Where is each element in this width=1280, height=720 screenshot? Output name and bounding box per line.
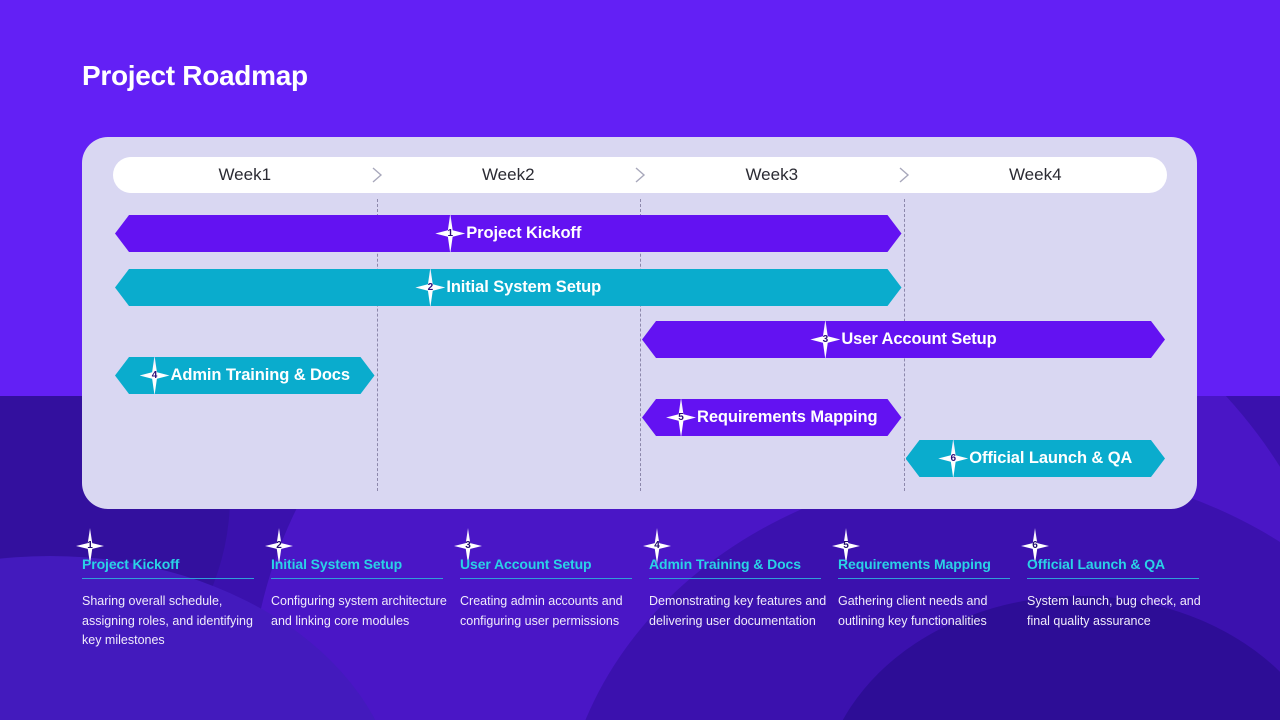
week-header-3: Week3: [745, 165, 799, 184]
bar-label: Project Kickoff: [466, 224, 582, 242]
timeline-panel: Week1 Week2 Week3 Week4 1 Project Kickoff 2 In…: [82, 137, 1197, 509]
legend-divider: [460, 578, 632, 579]
timeline-bar-6[interactable]: 6 Official Launch & QA: [906, 440, 1166, 477]
bar-content: 6 Official Launch & QA: [938, 439, 1132, 479]
star-badge-icon: 2: [415, 268, 445, 308]
star-badge-icon: 6: [1021, 528, 1049, 564]
bar-label: Initial System Setup: [446, 278, 602, 296]
bar-label: User Account Setup: [841, 330, 997, 348]
star-badge-icon: 5: [666, 398, 696, 438]
star-badge-icon: 4: [140, 356, 170, 396]
legend-divider: [838, 578, 1010, 579]
legend-title: Official Launch & QA: [1027, 556, 1166, 572]
legend-title: Requirements Mapping: [838, 556, 991, 572]
bar-label: Admin Training & Docs: [170, 366, 350, 384]
week-header-1: Week1: [218, 165, 272, 184]
week-header-4: Week4: [1008, 165, 1062, 184]
legend-step-number: 4: [654, 540, 660, 551]
legend-divider: [649, 578, 821, 579]
legend-divider: [82, 578, 254, 579]
bar-label: Official Launch & QA: [969, 449, 1133, 467]
timeline-bar-5[interactable]: 5 Requirements Mapping: [642, 399, 902, 436]
star-badge-icon: 3: [454, 528, 482, 564]
bar-content: 4 Admin Training & Docs: [140, 356, 350, 396]
legend-title: User Account Setup: [460, 556, 592, 572]
star-badge-icon: 1: [76, 528, 104, 564]
gridline-week-1: [376, 199, 378, 491]
legend-description: Creating admin accounts and configuring …: [460, 594, 623, 628]
chevron-right-icon: [632, 166, 648, 184]
star-badge-icon: 1: [435, 214, 465, 254]
bar-step-number: 5: [678, 411, 684, 423]
legend-description: Sharing overall schedule, assigning role…: [82, 594, 253, 647]
legend-description: System launch, bug check, and final qual…: [1027, 594, 1201, 628]
legend-divider: [1027, 578, 1199, 579]
legend-divider: [271, 578, 443, 579]
legend-title: Admin Training & Docs: [649, 556, 801, 572]
star-badge-icon: 3: [810, 320, 840, 360]
legend-title: Project Kickoff: [82, 556, 180, 572]
timeline-bar-3[interactable]: 3 User Account Setup: [642, 321, 1165, 358]
bar-label: Requirements Mapping: [697, 408, 878, 426]
timeline-bar-4[interactable]: 4 Admin Training & Docs: [115, 357, 375, 394]
bar-content: 3 User Account Setup: [810, 320, 996, 360]
legend-description: Gathering client needs and outlining key…: [838, 594, 988, 628]
week-header-bar: Week1 Week2 Week3 Week4: [113, 157, 1167, 193]
week-header-2: Week2: [481, 165, 535, 184]
bar-content: 5 Requirements Mapping: [666, 398, 877, 438]
legend-step-number: 3: [465, 540, 471, 551]
timeline-bar-2[interactable]: 2 Initial System Setup: [115, 269, 902, 306]
bar-step-number: 6: [950, 452, 957, 464]
star-badge-icon: 5: [832, 528, 860, 564]
legend-title: Initial System Setup: [271, 556, 403, 572]
bar-step-number: 3: [822, 333, 829, 345]
legend-description: Demonstrating key features and deliverin…: [649, 594, 827, 628]
bar-content: 2 Initial System Setup: [415, 268, 601, 308]
bar-step-number: 1: [447, 227, 454, 239]
gridline-week-2: [640, 199, 641, 491]
legend-description: Configuring system architecture and link…: [271, 594, 447, 628]
star-badge-icon: 4: [643, 528, 671, 564]
legend-step-number: 5: [843, 540, 849, 551]
timeline-bar-1[interactable]: 1 Project Kickoff: [115, 215, 902, 252]
bar-content: 1 Project Kickoff: [435, 214, 581, 254]
bar-step-number: 2: [427, 281, 434, 293]
bar-step-number: 4: [151, 369, 158, 381]
star-badge-icon: 2: [265, 528, 293, 564]
legend-step-number: 2: [276, 540, 282, 551]
legend-step-number: 6: [1032, 540, 1038, 551]
chevron-right-icon: [369, 166, 385, 184]
chevron-right-icon: [896, 166, 912, 184]
legend-step-number: 1: [87, 540, 93, 551]
page-title: Project Roadmap: [82, 60, 308, 91]
star-badge-icon: 6: [938, 439, 968, 479]
